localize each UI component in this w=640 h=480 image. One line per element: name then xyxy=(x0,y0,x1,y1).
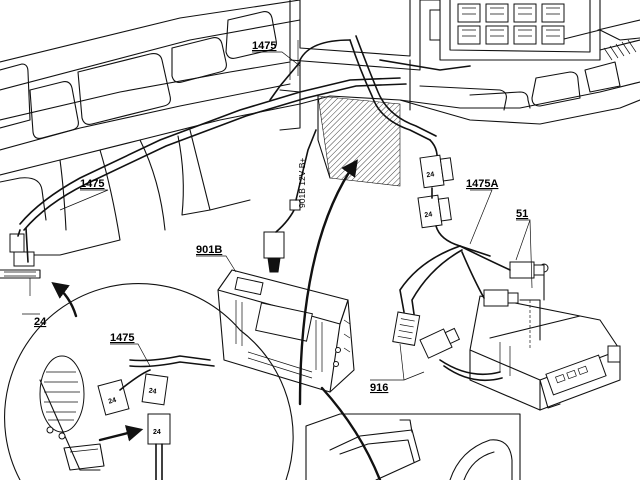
connector-mark: 24 xyxy=(424,211,433,219)
callout-1475-top: 1475 xyxy=(252,40,276,52)
mounting-panel xyxy=(279,89,401,187)
dashboard-frame xyxy=(0,0,640,256)
left-connector-cluster xyxy=(0,227,41,279)
fuse-box xyxy=(289,0,601,111)
connector-mark: 24 xyxy=(148,388,157,396)
connector-mark: 24 xyxy=(153,429,161,436)
leader-lines xyxy=(22,51,533,480)
connectors-916 xyxy=(392,245,503,382)
callout-1475-left: 1475 xyxy=(80,178,104,190)
detail-circle: 24 24 24 xyxy=(4,283,294,480)
harness-connectors: 24 24 xyxy=(417,154,491,257)
radio-unit xyxy=(469,263,621,411)
main-harness xyxy=(19,35,471,231)
callout-1475a: 1475A xyxy=(466,178,498,190)
callout-51: 51 xyxy=(516,208,528,220)
amplifier-901b xyxy=(217,129,355,393)
connectors-51 xyxy=(459,245,545,307)
callout-916: 916 xyxy=(370,382,388,394)
callout-24: 24 xyxy=(34,316,47,328)
connector-mark: 24 xyxy=(426,171,435,179)
connector-mark: 24 xyxy=(108,397,117,406)
wire-label: 901B 12V B+ xyxy=(297,158,307,208)
seat-detail xyxy=(305,413,521,480)
callout-901b: 901B xyxy=(196,244,222,256)
callout-1475-detail: 1475 xyxy=(110,332,134,344)
